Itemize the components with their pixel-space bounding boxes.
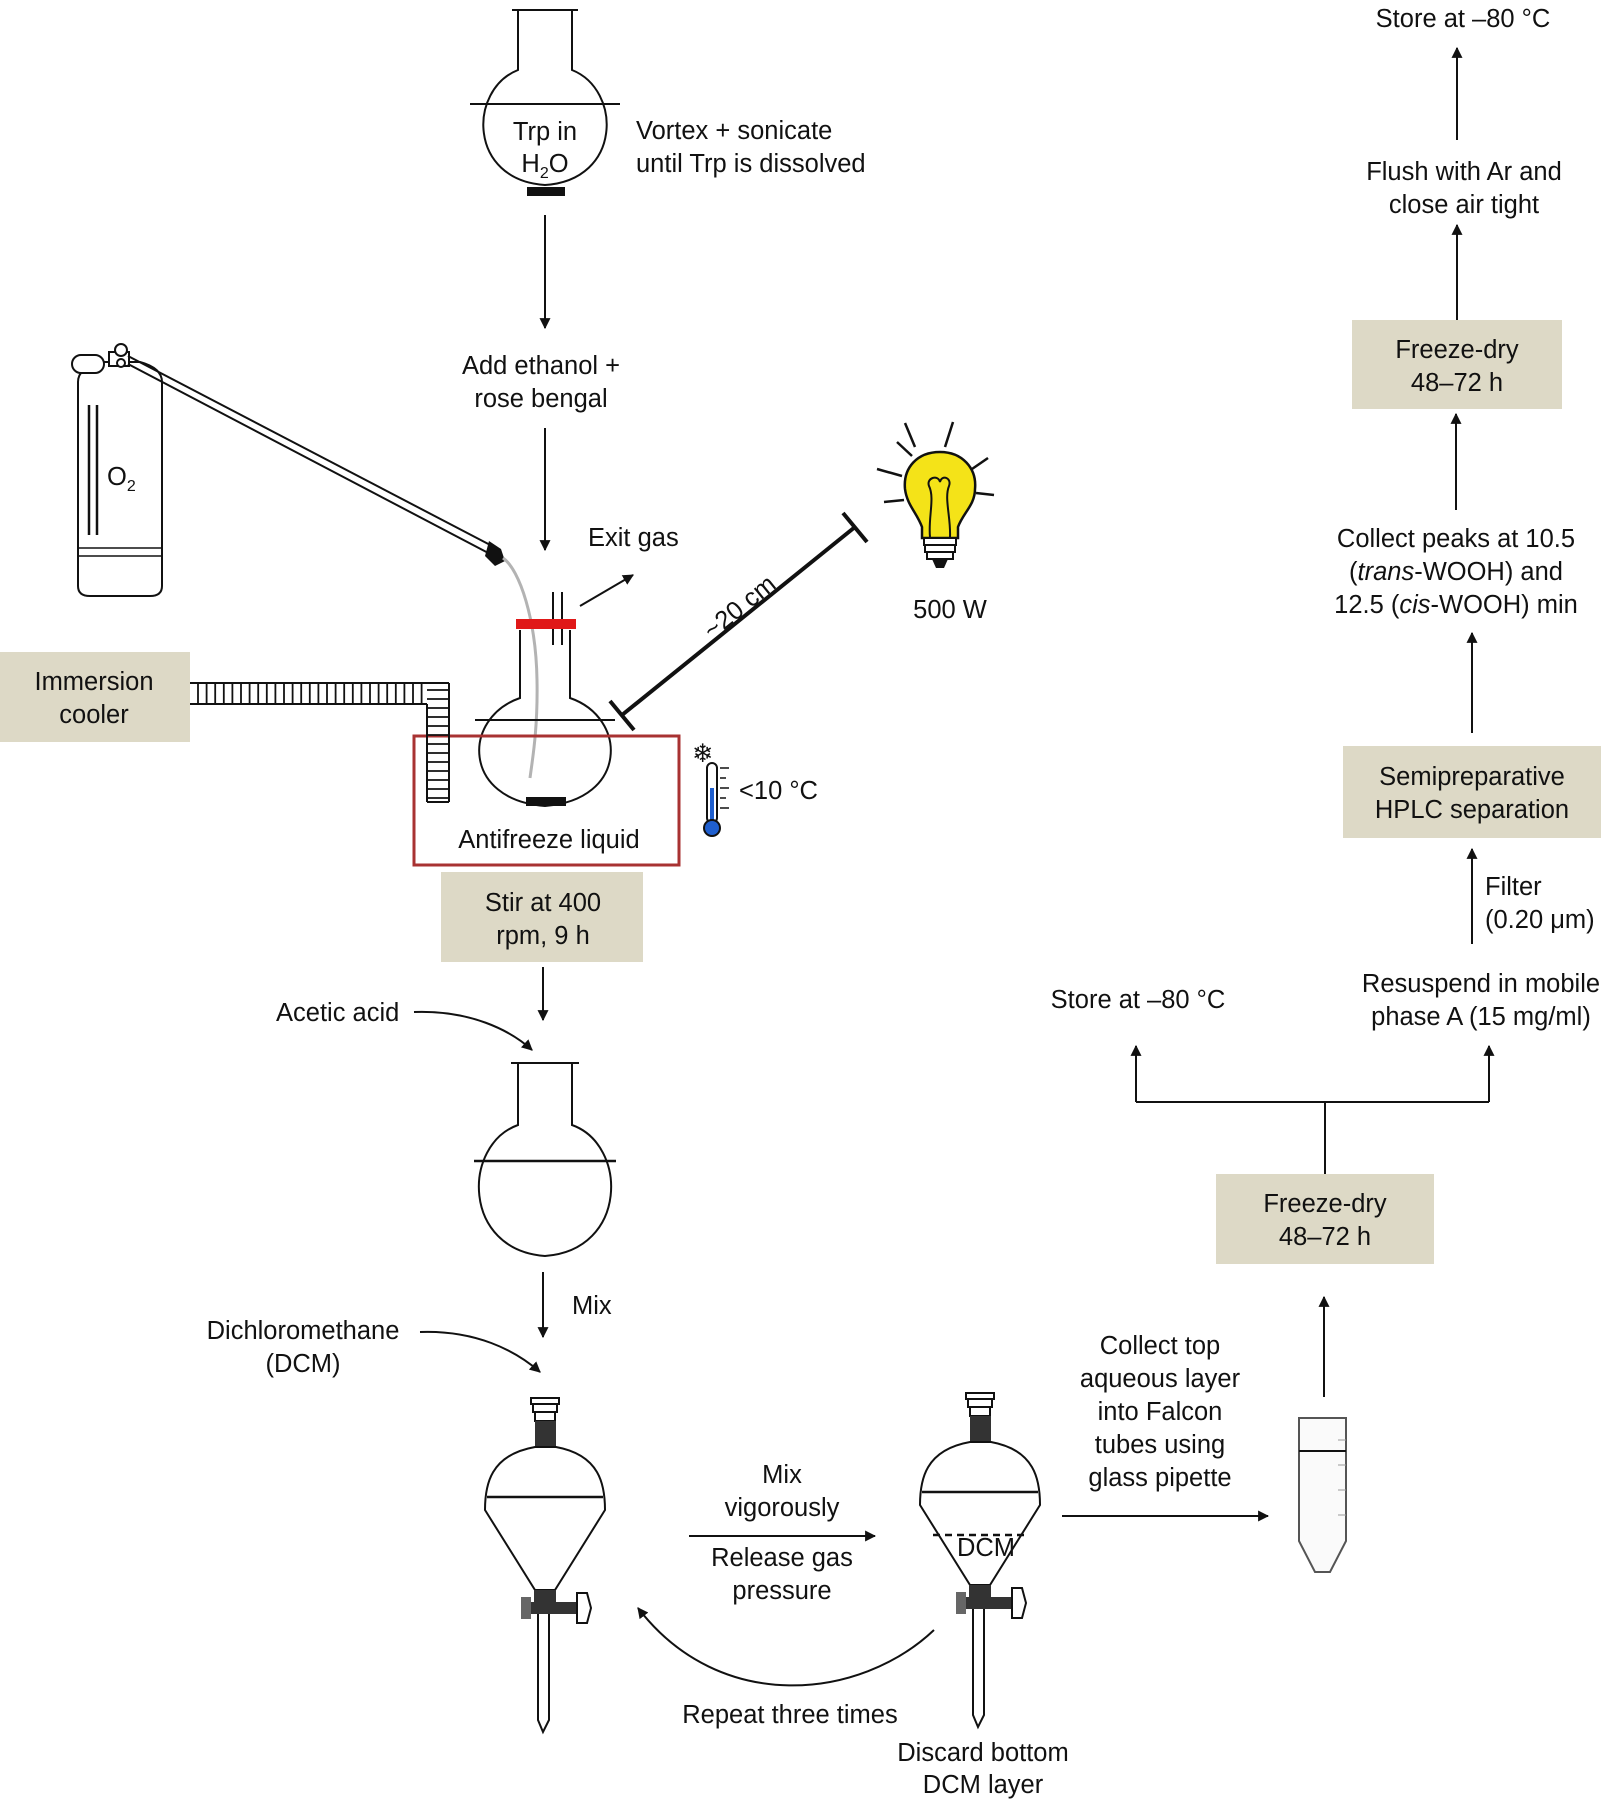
gas-hose-inner xyxy=(127,363,495,557)
separatory-funnel-2 xyxy=(918,1392,1042,1730)
freeze-dry-box-1 xyxy=(1216,1174,1434,1264)
stir-bar-icon xyxy=(527,187,565,196)
store-top-label: Store at –80 °C xyxy=(1376,5,1551,33)
h2o-label: H2O xyxy=(521,150,568,182)
acetic-acid-label: Acetic acid xyxy=(276,999,399,1027)
oxygen-cylinder-icon xyxy=(71,343,163,597)
freeze-dry-2-line1: Freeze-dry xyxy=(1395,336,1519,364)
mix-vigorously-line2: vigorously xyxy=(725,1494,840,1522)
light-bulb-icon xyxy=(876,421,995,568)
stopper-red xyxy=(516,619,576,629)
trp-in-label: Trp in xyxy=(513,118,577,146)
distance-bar-end-left xyxy=(608,699,636,732)
mixing-flask xyxy=(474,1062,616,1258)
distance-bar-end-right xyxy=(841,511,869,544)
freeze-dry-1-line2: 48–72 h xyxy=(1279,1223,1371,1251)
falcon-tube-icon xyxy=(1298,1417,1347,1573)
dcm-layer-label: DCM xyxy=(957,1534,1015,1562)
gas-tube-icon xyxy=(502,556,539,779)
discard-line2: DCM layer xyxy=(923,1771,1044,1799)
freeze-dry-1-line1: Freeze-dry xyxy=(1263,1190,1387,1218)
immersion-cooler-box xyxy=(0,652,190,742)
resuspend-line2: phase A (15 mg/ml) xyxy=(1371,1003,1591,1031)
arrow-exit-gas xyxy=(579,574,634,607)
flush-line2: close air tight xyxy=(1389,191,1539,219)
hplc-line1: Semipreparative xyxy=(1379,763,1565,791)
separatory-funnel-1 xyxy=(483,1397,607,1735)
collect-peaks-line3: 12.5 (cis-WOOH) min xyxy=(1334,591,1578,619)
immersion-cooler-line2: cooler xyxy=(59,701,129,729)
trp-flask xyxy=(470,9,620,196)
stir-box xyxy=(441,872,643,962)
vortex-line2: until Trp is dissolved xyxy=(636,150,866,178)
exit-gas-label: Exit gas xyxy=(588,524,679,552)
store-mid-label: Store at –80 °C xyxy=(1051,986,1226,1014)
temperature-label: <10 °C xyxy=(739,777,818,805)
cooling-coil xyxy=(190,682,450,803)
filter-line2: (0.20 μm) xyxy=(1485,906,1595,934)
snowflake-icon: ❄ xyxy=(692,740,713,768)
collect-peaks-line1: Collect peaks at 10.5 xyxy=(1337,525,1575,553)
stir-bar-icon-2 xyxy=(526,797,566,806)
dcm-label-line1: Dichloromethane xyxy=(207,1317,400,1345)
distance-bar xyxy=(620,525,857,717)
antifreeze-label: Antifreeze liquid xyxy=(458,826,639,854)
release-gas-line1: Release gas xyxy=(711,1544,853,1572)
dcm-label-line2: (DCM) xyxy=(265,1350,340,1378)
hplc-line2: HPLC separation xyxy=(1375,796,1569,824)
collect-aqueous-line4: tubes using xyxy=(1095,1431,1225,1459)
vortex-line1: Vortex + sonicate xyxy=(636,117,832,145)
reactor-flask xyxy=(475,592,615,808)
o2-label: O2 xyxy=(107,463,136,495)
flush-line1: Flush with Ar and xyxy=(1366,158,1562,186)
discard-line1: Discard bottom xyxy=(897,1739,1068,1767)
mix-label: Mix xyxy=(572,1292,612,1320)
hplc-box xyxy=(1343,746,1601,838)
distance-label: ~20 cm xyxy=(698,570,781,645)
arrow-acetic-acid xyxy=(413,1010,533,1051)
collect-aqueous-line5: glass pipette xyxy=(1088,1464,1231,1492)
freeze-dry-2-line2: 48–72 h xyxy=(1411,369,1503,397)
repeat-label: Repeat three times xyxy=(682,1701,897,1729)
immersion-cooler-line1: Immersion xyxy=(34,668,153,696)
release-gas-line2: pressure xyxy=(732,1577,831,1605)
filter-line1: Filter xyxy=(1485,873,1542,901)
resuspend-line1: Resuspend in mobile xyxy=(1362,970,1600,998)
freeze-dry-box-2 xyxy=(1352,320,1562,409)
stir-line2: rpm, 9 h xyxy=(496,922,590,950)
mix-vigorously-line1: Mix xyxy=(762,1461,802,1489)
collect-aqueous-line2: aqueous layer xyxy=(1080,1365,1241,1393)
add-ethanol-line1: Add ethanol + xyxy=(462,352,620,380)
collect-peaks-line2: (trans-WOOH) and xyxy=(1349,558,1563,586)
gas-hose-outer xyxy=(127,355,497,549)
stir-line1: Stir at 400 xyxy=(485,889,601,917)
arrow-dcm xyxy=(419,1330,541,1373)
lamp-power-label: 500 W xyxy=(913,596,987,624)
thermometer-icon: ❄ xyxy=(692,740,729,837)
hose-connector xyxy=(485,541,505,566)
arrow-repeat xyxy=(637,1607,935,1687)
collect-aqueous-line3: into Falcon xyxy=(1098,1398,1223,1426)
collect-aqueous-line1: Collect top xyxy=(1100,1332,1220,1360)
add-ethanol-line2: rose bengal xyxy=(474,385,607,413)
